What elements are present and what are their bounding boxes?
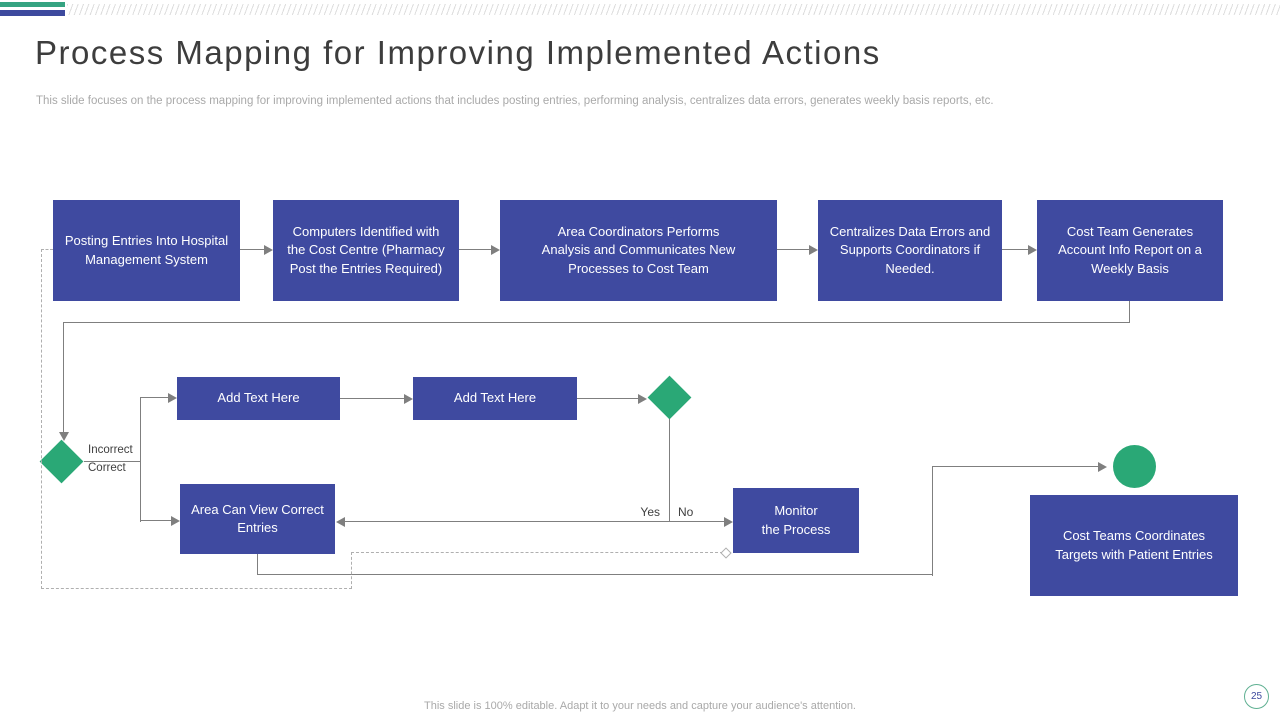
footer-note: This slide is 100% editable. Adapt it to… [424, 700, 856, 712]
arrow-right-icon [171, 516, 180, 526]
node-posting-entries: Posting Entries Into Hospital Management… [53, 200, 240, 301]
node-area-coordinators: Area Coordinators Performs Analysis and … [500, 200, 777, 301]
connector-line [240, 249, 265, 250]
dashed-connector [41, 588, 352, 589]
zigzag-pattern [67, 4, 1280, 15]
label-incorrect: Incorrect [88, 444, 133, 456]
connector-line [63, 322, 64, 433]
arrow-right-icon [1028, 245, 1037, 255]
page-title: Process Mapping for Improving Implemente… [35, 34, 881, 71]
arrow-right-icon [491, 245, 500, 255]
node-computers-identified: Computers Identified with the Cost Centr… [273, 200, 459, 301]
accent-bar-blue [0, 10, 65, 16]
label-no: No [678, 505, 694, 519]
node-monitor-process: Monitor the Process [733, 488, 859, 553]
node-area-can-view: Area Can View Correct Entries [180, 484, 335, 554]
node-add-text-2: Add Text Here [413, 377, 577, 420]
page-number-badge: 25 [1244, 684, 1269, 709]
node-cost-teams-coordinates: Cost Teams Coordinates Targets with Pati… [1030, 495, 1238, 596]
label-yes: Yes [640, 505, 660, 519]
connector-line [140, 520, 171, 521]
connector-line [777, 249, 810, 250]
arrow-right-icon [1098, 462, 1107, 472]
connector-line [63, 322, 1130, 323]
monitor-line-2: the Process [761, 521, 831, 537]
connector-line [669, 419, 670, 522]
connector-line [932, 466, 933, 576]
arrow-right-icon [404, 394, 413, 404]
decision-diamond-correct [39, 439, 84, 484]
label-correct: Correct [88, 462, 126, 474]
connector-line [340, 398, 404, 399]
slide-subtitle: This slide focuses on the process mappin… [36, 95, 994, 107]
arrow-right-icon [809, 245, 818, 255]
dashed-connector [41, 249, 42, 589]
dashed-connector [41, 249, 53, 250]
connector-line [140, 397, 169, 398]
connector-line [257, 574, 933, 575]
connector-line [344, 521, 726, 522]
open-diamond-marker [720, 547, 732, 559]
terminator-circle [1113, 445, 1156, 488]
connector-line [257, 554, 258, 575]
connector-line [1129, 301, 1130, 323]
arrow-down-icon [59, 432, 69, 441]
node-cost-team-generates: Cost Team Generates Account Info Report … [1037, 200, 1223, 301]
arrow-left-icon [336, 517, 345, 527]
arrow-right-icon [638, 394, 647, 404]
page-number: 25 [1250, 691, 1263, 702]
decision-diamond-yes-no [647, 375, 692, 420]
connector-line [459, 249, 492, 250]
connector-line [140, 397, 141, 522]
accent-bar-teal [0, 2, 65, 7]
monitor-line-1: Monitor [774, 503, 818, 519]
dashed-connector [351, 552, 723, 553]
connector-line [577, 398, 638, 399]
arrow-right-icon [264, 245, 273, 255]
connector-line [932, 466, 1098, 467]
arrow-right-icon [724, 517, 733, 527]
dashed-connector [351, 552, 352, 589]
node-centralizes-errors: Centralizes Data Errors and Supports Coo… [818, 200, 1002, 301]
node-add-text-1: Add Text Here [177, 377, 340, 420]
arrow-right-icon [168, 393, 177, 403]
connector-line [1002, 249, 1029, 250]
connector-line [84, 461, 141, 462]
